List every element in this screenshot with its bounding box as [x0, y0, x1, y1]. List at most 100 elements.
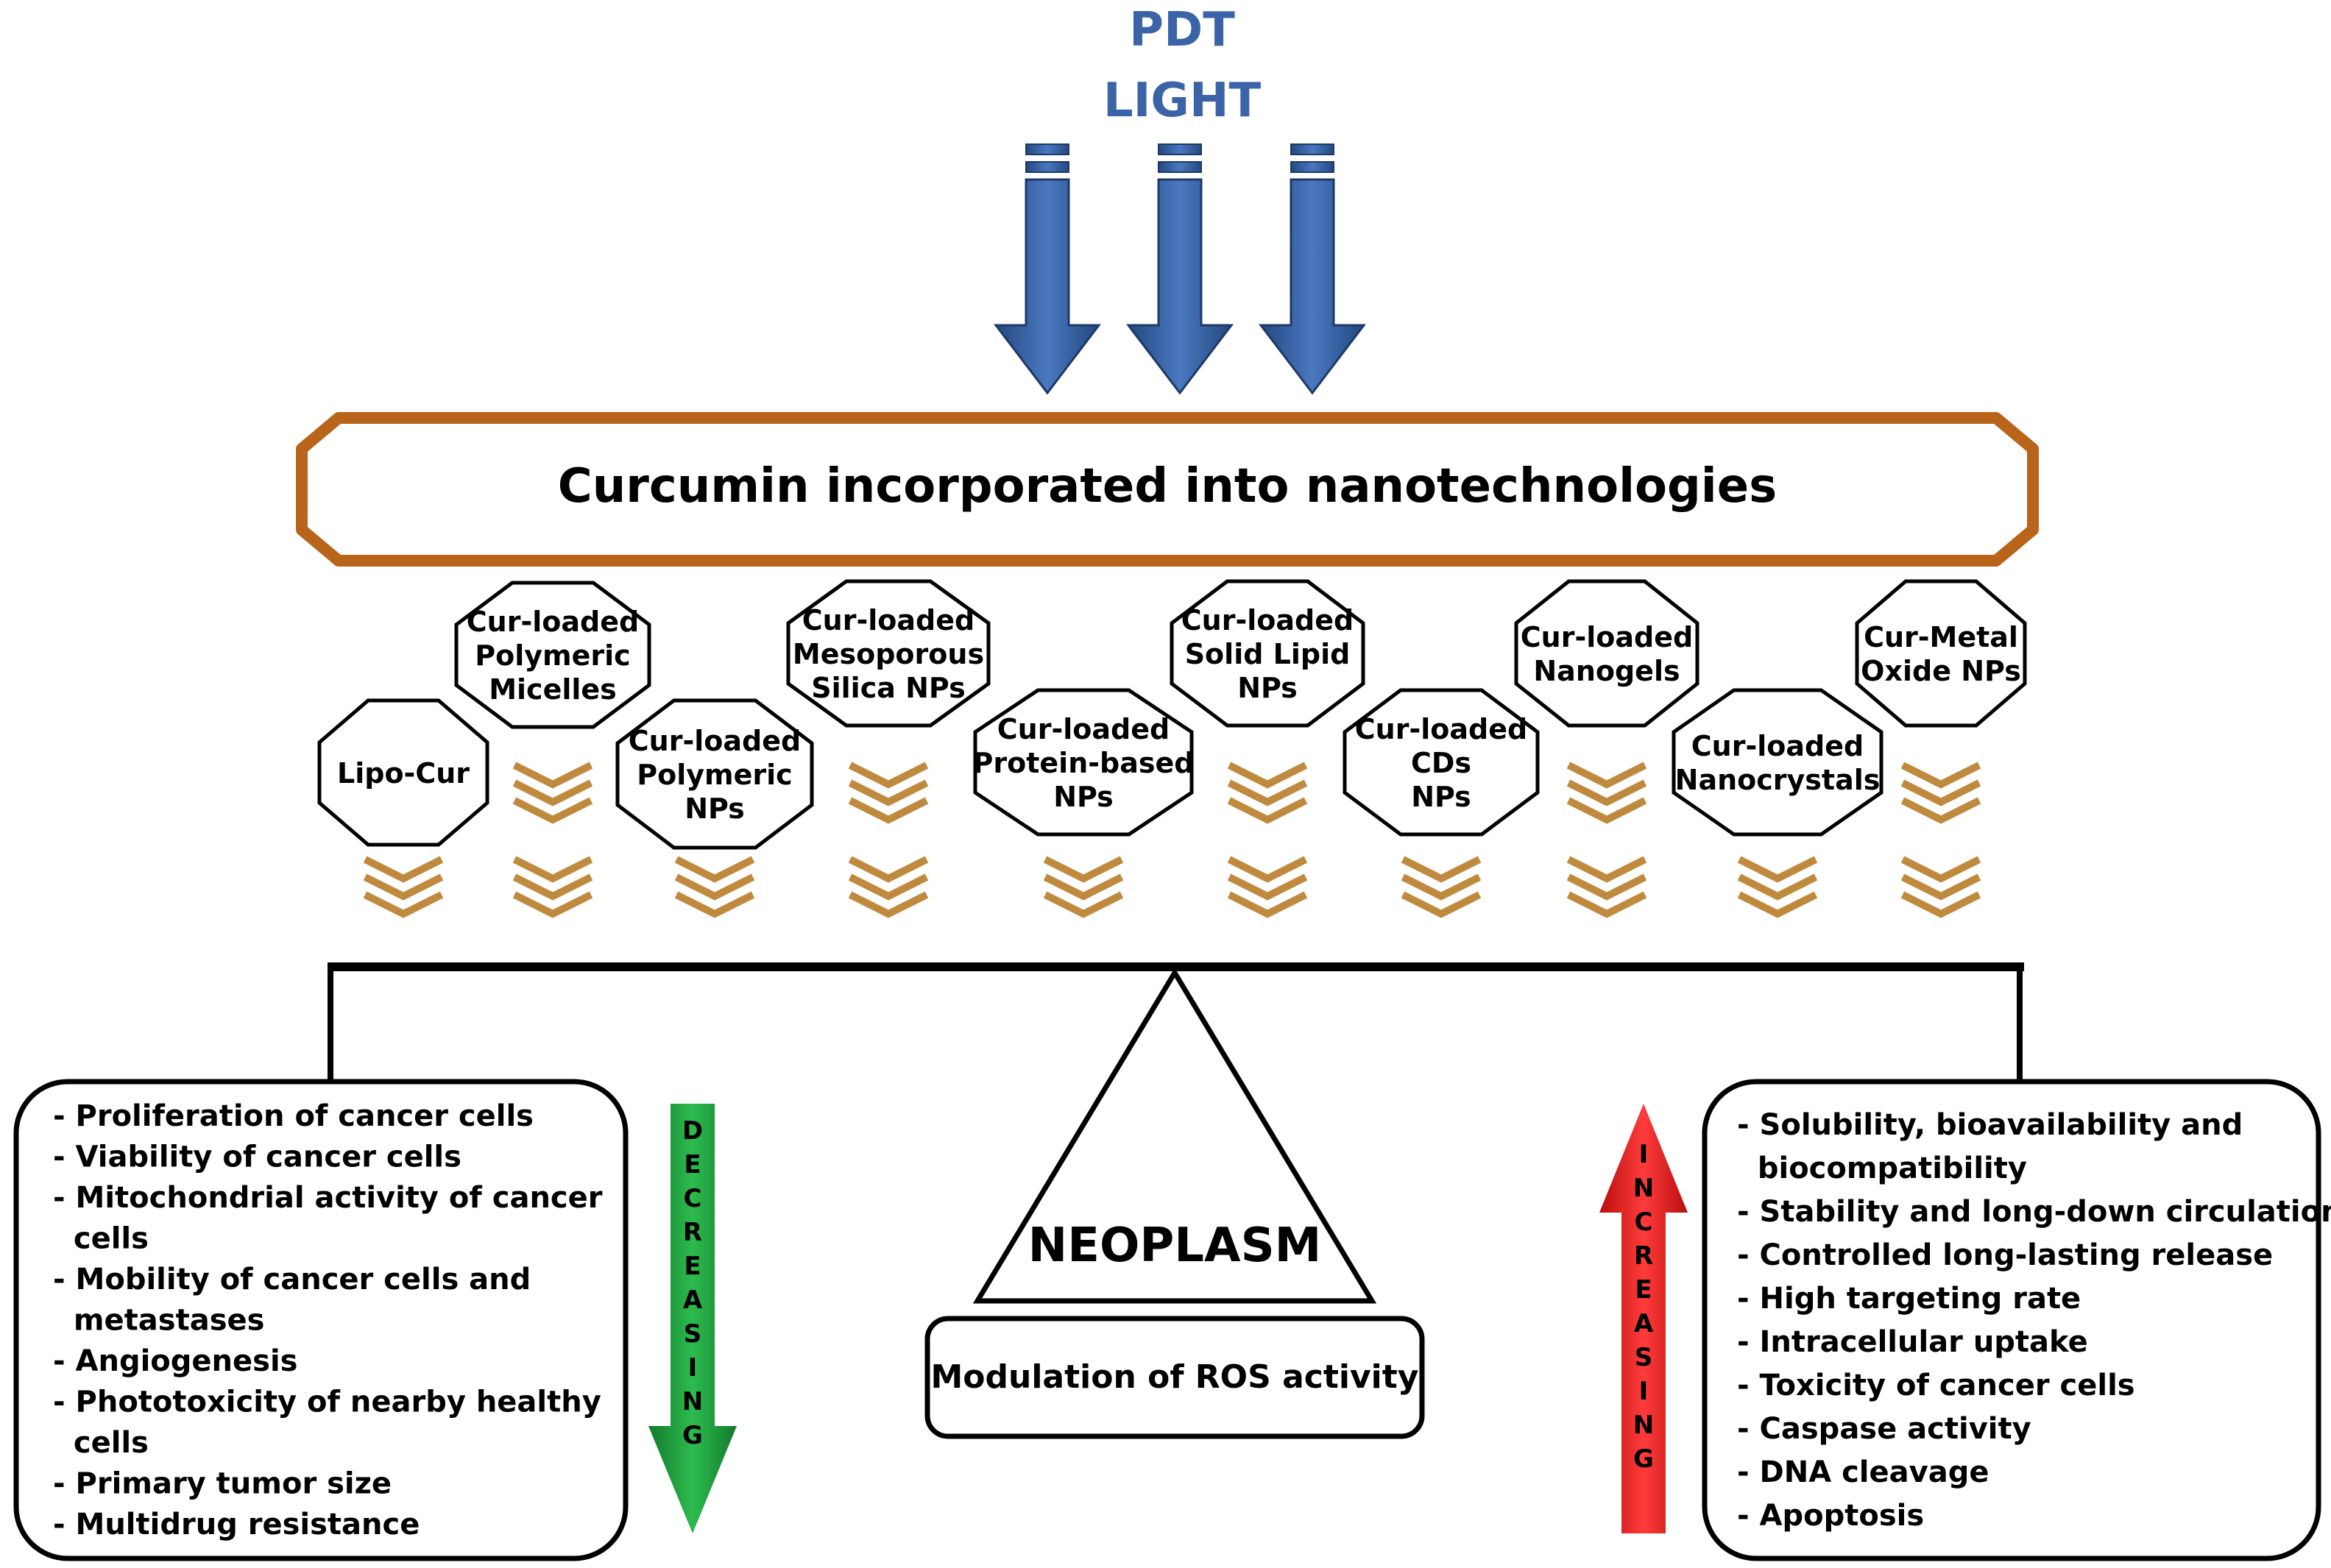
label-letter: I	[688, 1353, 698, 1383]
neoplasm-triangle	[972, 968, 1377, 1304]
list-line: - Toxicity of cancer cells	[1737, 1369, 2135, 1402]
chevron-stack	[1737, 856, 1818, 918]
list-line: - Intracellular uptake	[1737, 1325, 2088, 1359]
label-letter: C	[1635, 1207, 1653, 1237]
carrier-label-line: NPs	[685, 792, 745, 825]
chevron-stack	[1401, 856, 1482, 918]
list-line: - Caspase activity	[1737, 1412, 2031, 1446]
carrier-label-line: Solid Lipid	[1185, 638, 1351, 670]
light-arrows	[993, 143, 1367, 395]
chevron-stack	[1043, 856, 1124, 918]
carrier-label-line: Nanocrystals	[1675, 764, 1881, 796]
carrier-label-line: Cur-loaded	[802, 604, 975, 636]
list-line: - Apoptosis	[1737, 1499, 1924, 1533]
label-letter: A	[1634, 1309, 1654, 1338]
carrier-label-line: Cur-loaded	[629, 725, 801, 757]
list-line: - Primary tumor size	[53, 1467, 392, 1501]
label-letter: R	[683, 1218, 702, 1247]
chevron-stack	[1566, 762, 1647, 824]
carrier-label-line: Cur-loaded	[1355, 713, 1527, 745]
label-letter: I	[1639, 1140, 1649, 1169]
list-line: - Mitochondrial activity of cancer	[53, 1181, 603, 1215]
chevron-stack	[363, 856, 444, 918]
list-line: - Phototoxicity of nearby healthy	[53, 1386, 601, 1419]
list-line: - Solubility, bioavailability and	[1737, 1108, 2243, 1142]
label-letter: C	[684, 1184, 702, 1213]
chevron-stack	[1900, 856, 1981, 918]
carrier-label-line: Polymeric	[475, 639, 630, 672]
carrier-label-line: Cur-Metal	[1864, 621, 2018, 653]
carrier-label-line: Mesoporous	[793, 638, 984, 670]
list-line: cells	[53, 1222, 149, 1256]
banner-octagon	[296, 412, 2039, 567]
list-line: cells	[53, 1426, 149, 1460]
neoplasm-label: NEOPLASM	[1028, 1218, 1322, 1273]
light-title-line2: LIGHT	[1103, 74, 1262, 128]
chevron-stack	[1566, 856, 1647, 918]
list-line: metastases	[53, 1304, 264, 1338]
carrier-label-line: NPs	[1237, 672, 1298, 704]
carrier-label-line: Oxide NPs	[1861, 655, 2021, 687]
chevron-stack	[1227, 856, 1308, 918]
decreasing-box	[13, 1079, 629, 1561]
carrier-label-line: Cur-loaded	[1691, 730, 1864, 762]
list-line: - DNA cleavage	[1737, 1455, 1989, 1489]
carrier-label-line: Lipo-Cur	[337, 757, 470, 790]
label-letter: G	[1633, 1444, 1654, 1474]
light-title-line1: PDT	[1129, 3, 1235, 57]
carrier-label-line: Nanogels	[1533, 655, 1680, 687]
list-line: biocompatibility	[1737, 1152, 2027, 1185]
increasing-list: - Solubility, bioavailability and biocom…	[1737, 1108, 2331, 1533]
list-line: - Controlled long-lasting release	[1737, 1238, 2273, 1272]
ros-box	[924, 1316, 1425, 1439]
chevron-stack	[848, 856, 929, 918]
list-line: - Viability of cancer cells	[53, 1140, 461, 1174]
increasing-arrow	[1599, 1104, 1688, 1533]
light-arrow	[993, 143, 1102, 395]
label-letter: I	[1639, 1377, 1649, 1406]
carrier-label-line: NPs	[1053, 781, 1114, 813]
banner-text: Curcumin incorporated into nanotechnolog…	[558, 459, 1777, 514]
label-letter: N	[682, 1387, 703, 1416]
carrier-label-line: CDs	[1411, 747, 1471, 779]
label-letter: E	[684, 1252, 701, 1281]
chevron-stack	[512, 762, 593, 824]
chevron-stacks	[363, 762, 1981, 918]
label-letter: N	[1633, 1411, 1654, 1440]
label-letter: D	[682, 1116, 703, 1146]
ros-box-text: Modulation of ROS activity	[931, 1358, 1419, 1396]
list-line: - Mobility of cancer cells and	[53, 1263, 531, 1296]
list-line: - High targeting rate	[1737, 1282, 2081, 1316]
decreasing-list: - Proliferation of cancer cells- Viabili…	[53, 1099, 603, 1542]
label-letter: A	[683, 1285, 703, 1315]
carrier-label-line: Protein-based	[973, 747, 1195, 779]
carrier-item: Lipo-Cur	[317, 698, 489, 847]
carrier-label-line: Micelles	[489, 673, 617, 706]
label-letter: N	[1633, 1174, 1654, 1203]
light-arrow	[1258, 143, 1367, 395]
carrier-label-line: Cur-loaded	[997, 713, 1170, 745]
light-arrow	[1125, 143, 1234, 395]
label-letter: S	[1635, 1343, 1653, 1372]
carrier-label-line: NPs	[1411, 781, 1471, 813]
chevron-stack	[674, 856, 755, 918]
label-letter: R	[1634, 1241, 1653, 1271]
balance-bar	[328, 962, 2024, 971]
carrier-label-line: Cur-loaded	[467, 606, 639, 638]
chevron-stack	[1900, 762, 1981, 824]
carrier-label-line: Cur-loaded	[1181, 604, 1354, 636]
list-line: - Angiogenesis	[53, 1344, 297, 1378]
carrier-label-line: Polymeric	[637, 759, 792, 791]
list-line: - Stability and long-down circulation	[1737, 1195, 2331, 1229]
